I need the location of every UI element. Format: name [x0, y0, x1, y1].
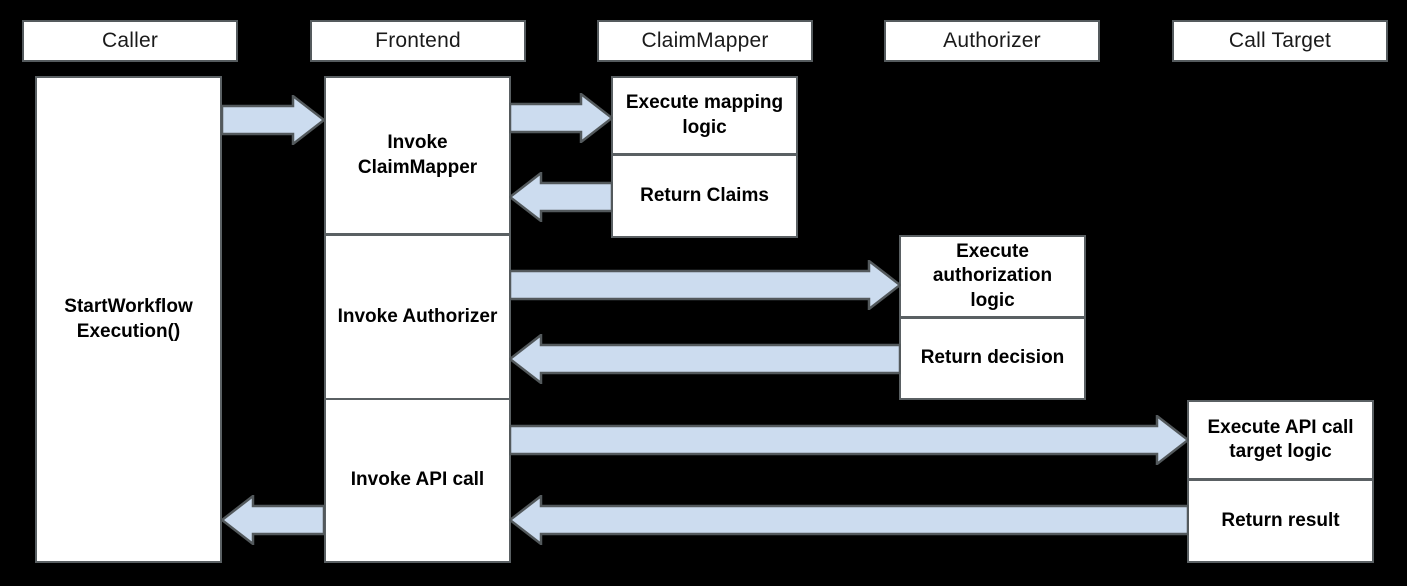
activation-authorizer-return-decision-label: Return decision	[920, 347, 1065, 369]
activation-claimmapper-execute-mapping-logic-label: Execute mapping logic	[625, 92, 784, 138]
activation-frontend-invoke-api-call-label: Invoke API call	[350, 469, 485, 491]
participant-header-claimmapper-label: ClaimMapper	[641, 29, 769, 52]
activation-calltarget-return-result[interactable]: Return result	[1187, 480, 1374, 563]
activation-calltarget-execute-api-call-target-logic[interactable]: Execute API call target logic	[1187, 400, 1374, 480]
activation-calltarget-execute-api-call-target-logic-label: Execute API call target logic	[1207, 416, 1354, 462]
activation-calltarget-return-result-label: Return result	[1221, 509, 1340, 531]
participant-header-frontend[interactable]: Frontend	[310, 20, 526, 62]
activation-claimmapper-execute-mapping-logic[interactable]: Execute mapping logic	[611, 76, 798, 155]
message-arrow-frontend-to-claimmapper[interactable]	[509, 93, 613, 143]
participant-header-authorizer-label: Authorizer	[943, 29, 1041, 52]
participant-header-frontend-label: Frontend	[375, 29, 461, 52]
participant-header-caller[interactable]: Caller	[22, 20, 238, 62]
activation-frontend-invoke-claimmapper[interactable]: Invoke ClaimMapper	[324, 76, 511, 235]
participant-header-calltarget-label: Call Target	[1228, 29, 1332, 52]
participant-header-calltarget[interactable]: Call Target	[1172, 20, 1388, 62]
message-arrow-frontend-to-authorizer[interactable]	[509, 260, 901, 310]
activation-authorizer-return-decision[interactable]: Return decision	[899, 318, 1086, 400]
message-arrow-authorizer-to-frontend[interactable]	[509, 334, 901, 384]
activation-claimmapper-return-claims-label: Return Claims	[640, 184, 769, 206]
activation-caller-start-workflow[interactable]: StartWorkflow Execution()	[35, 76, 222, 563]
message-arrow-calltarget-to-frontend[interactable]	[509, 495, 1189, 545]
activation-frontend-invoke-api-call[interactable]: Invoke API call	[324, 399, 511, 563]
activation-frontend-invoke-claimmapper-label: Invoke ClaimMapper	[357, 132, 478, 178]
activation-claimmapper-return-claims[interactable]: Return Claims	[611, 155, 798, 238]
participant-header-claimmapper[interactable]: ClaimMapper	[597, 20, 813, 62]
activation-caller-start-workflow-label: StartWorkflow Execution()	[64, 296, 193, 342]
activation-frontend-invoke-authorizer-label: Invoke Authorizer	[337, 305, 498, 327]
activation-authorizer-execute-authorization-logic[interactable]: Execute authorization logic	[899, 235, 1086, 318]
message-arrow-caller-to-frontend[interactable]	[221, 95, 325, 145]
message-arrow-frontend-to-caller[interactable]	[221, 495, 325, 545]
activation-frontend-invoke-authorizer[interactable]: Invoke Authorizer	[324, 235, 511, 399]
participant-header-caller-label: Caller	[101, 29, 159, 52]
message-arrow-frontend-to-calltarget[interactable]	[509, 415, 1189, 465]
participant-header-authorizer[interactable]: Authorizer	[884, 20, 1100, 62]
message-arrow-claimmapper-to-frontend[interactable]	[509, 172, 613, 222]
activation-authorizer-execute-authorization-logic-label: Execute authorization logic	[932, 241, 1053, 311]
